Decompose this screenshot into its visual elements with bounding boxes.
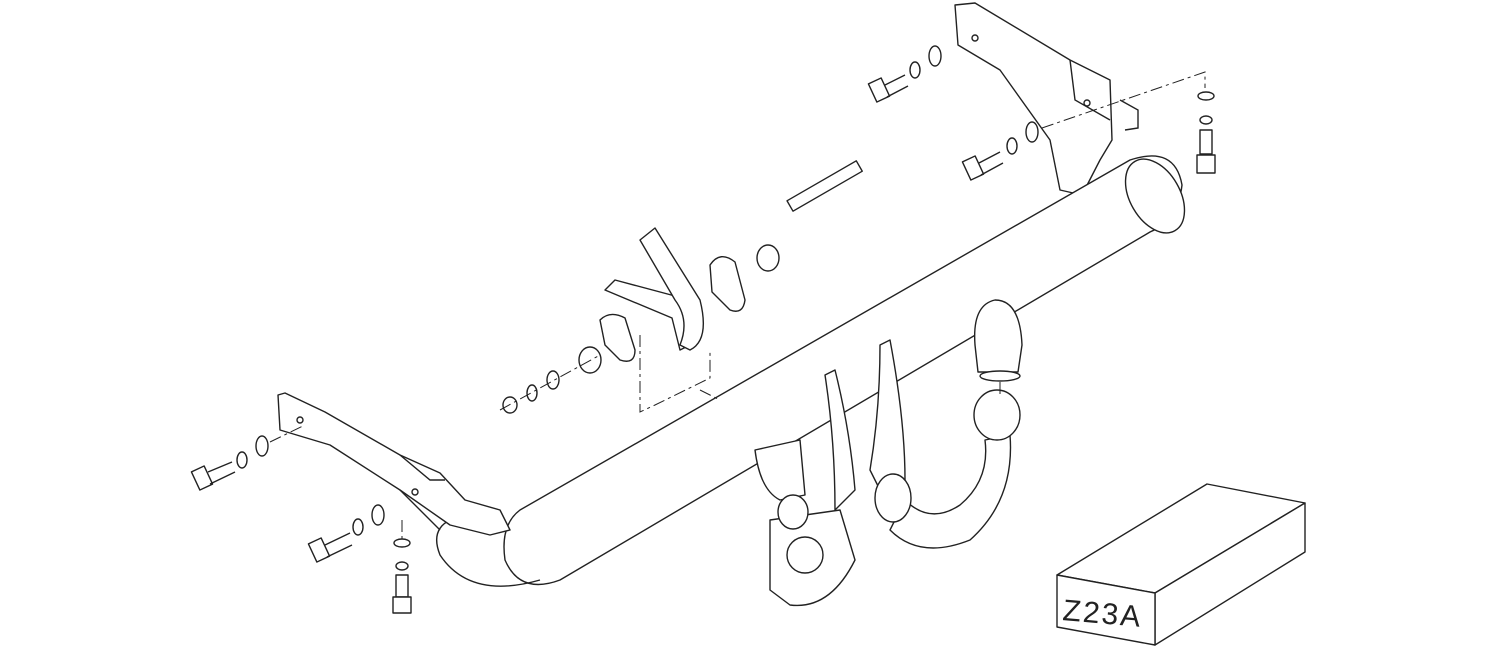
crossbar-tube — [436, 155, 1186, 587]
part-code-label: Z23A — [1061, 594, 1143, 634]
exhaust-hanger — [499, 160, 863, 414]
mounting-bolts — [190, 45, 1216, 614]
kit-box: Z23A — [1056, 483, 1306, 646]
left-bracket — [277, 392, 511, 536]
right-bracket — [954, 2, 1139, 196]
tow-ball-assembly — [754, 299, 1023, 607]
